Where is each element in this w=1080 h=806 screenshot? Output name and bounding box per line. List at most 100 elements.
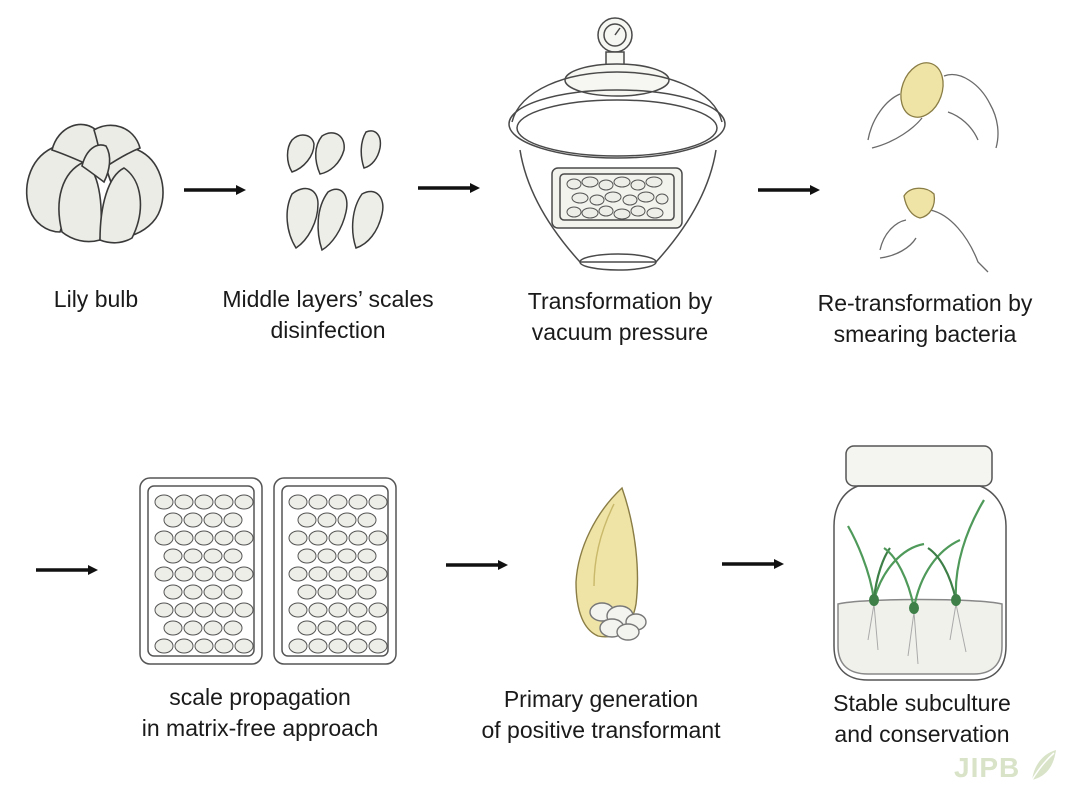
tray-scale bbox=[357, 620, 377, 636]
jipb-logo: JIPB bbox=[954, 748, 1058, 792]
tray-scale bbox=[154, 638, 174, 654]
primary-transformant-illustration bbox=[575, 486, 647, 641]
hands-smearing-illustration bbox=[867, 62, 999, 273]
tray-scale bbox=[297, 584, 317, 600]
tray-scale bbox=[328, 530, 348, 546]
step-label-re-transformation: Re-transformation by smearing bacteria bbox=[817, 290, 1033, 347]
tray-scale bbox=[308, 566, 328, 582]
tray-scale bbox=[357, 512, 377, 528]
tray-scale bbox=[348, 602, 368, 618]
tray-scale bbox=[368, 494, 388, 510]
tray-scale bbox=[308, 638, 328, 654]
tray-scale bbox=[308, 494, 328, 510]
tray-scale bbox=[288, 566, 308, 582]
tray-scale bbox=[308, 530, 328, 546]
tray-scale bbox=[214, 638, 234, 654]
tray-scale bbox=[297, 548, 317, 564]
tray-scale bbox=[223, 548, 243, 564]
propagation-trays-illustration bbox=[139, 477, 397, 665]
tray-scale bbox=[297, 620, 317, 636]
tray-scale bbox=[154, 602, 174, 618]
tray-scale bbox=[348, 566, 368, 582]
tray-scale bbox=[203, 548, 223, 564]
tray-scale bbox=[203, 512, 223, 528]
tray-scale bbox=[288, 494, 308, 510]
tray-scale bbox=[223, 620, 243, 636]
tray-scale bbox=[154, 530, 174, 546]
tray-scale bbox=[288, 638, 308, 654]
tray-scale bbox=[368, 638, 388, 654]
tray-scale bbox=[203, 620, 223, 636]
tray-scale bbox=[214, 602, 234, 618]
tray-scale bbox=[174, 566, 194, 582]
tray-scale bbox=[317, 548, 337, 564]
tray-scale bbox=[223, 512, 243, 528]
tray-scale bbox=[163, 548, 183, 564]
jipb-logo-text: JIPB bbox=[954, 752, 1021, 783]
tray-scale bbox=[337, 584, 357, 600]
tray-scales bbox=[154, 494, 388, 654]
step-label-stable-subculture: Stable subculture and conservation bbox=[833, 690, 1011, 747]
step-label-vacuum-transformation: Transformation by vacuum pressure bbox=[527, 288, 713, 345]
tray-scale bbox=[368, 566, 388, 582]
tray-scale bbox=[163, 512, 183, 528]
tray-scale bbox=[337, 512, 357, 528]
tray-scale bbox=[163, 620, 183, 636]
tray-scale bbox=[194, 530, 214, 546]
tray-scale bbox=[174, 602, 194, 618]
tray-scale bbox=[317, 620, 337, 636]
tray-scale bbox=[203, 584, 223, 600]
tray-scale bbox=[368, 602, 388, 618]
tray-scale bbox=[328, 566, 348, 582]
tray-scale bbox=[297, 512, 317, 528]
step-label-primary-generation: Primary generation of positive transform… bbox=[481, 686, 721, 743]
tray-scale bbox=[174, 638, 194, 654]
tray-scale bbox=[234, 566, 254, 582]
tray-scale bbox=[234, 494, 254, 510]
leaf-icon bbox=[1031, 750, 1056, 781]
plantlets-illustration bbox=[847, 499, 985, 665]
tray-scale bbox=[317, 584, 337, 600]
tray-scale bbox=[183, 584, 203, 600]
tray-scale bbox=[234, 602, 254, 618]
tray-scale bbox=[174, 494, 194, 510]
tray-scale bbox=[154, 494, 174, 510]
tray-scale bbox=[308, 602, 328, 618]
step-label-lily-bulb: Lily bulb bbox=[53, 286, 139, 312]
tray-scale bbox=[328, 602, 348, 618]
tray-scale bbox=[348, 494, 368, 510]
tray-scale bbox=[368, 530, 388, 546]
tray-scale bbox=[337, 548, 357, 564]
tray-scale bbox=[194, 638, 214, 654]
tray-scale bbox=[337, 620, 357, 636]
tray-scale bbox=[328, 638, 348, 654]
tray-scale bbox=[214, 494, 234, 510]
tray-scale bbox=[183, 512, 203, 528]
tray-scale bbox=[328, 494, 348, 510]
tray-scale bbox=[317, 512, 337, 528]
tray-scale bbox=[288, 602, 308, 618]
lily-scales-illustration bbox=[286, 130, 384, 252]
lily-bulb-illustration bbox=[25, 123, 164, 244]
tray-scale bbox=[183, 620, 203, 636]
step-label-scales-disinfection: Middle layers’ scales disinfection bbox=[222, 286, 434, 343]
tray-scale bbox=[234, 638, 254, 654]
tray-scale bbox=[194, 494, 214, 510]
tray-scale bbox=[357, 548, 377, 564]
tray-scale bbox=[194, 602, 214, 618]
vacuum-desiccator-illustration bbox=[508, 17, 726, 271]
tray-scale bbox=[223, 584, 243, 600]
tray-scale bbox=[174, 530, 194, 546]
tray-scale bbox=[214, 566, 234, 582]
tray-scale bbox=[348, 638, 368, 654]
tray-scale bbox=[348, 530, 368, 546]
tray-scale bbox=[163, 584, 183, 600]
desiccator-scale-tray bbox=[566, 176, 669, 220]
tray-scale bbox=[183, 548, 203, 564]
tray-scale bbox=[357, 584, 377, 600]
tray-scale bbox=[154, 566, 174, 582]
tray-scale bbox=[214, 530, 234, 546]
tray-scale bbox=[194, 566, 214, 582]
